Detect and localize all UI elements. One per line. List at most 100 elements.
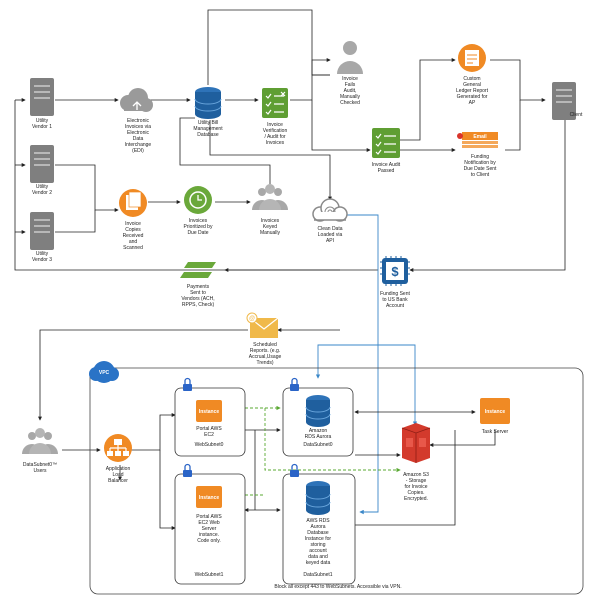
s3-label-2: for Invoice — [404, 484, 427, 490]
clean-data-label-1: Loaded via — [318, 232, 343, 238]
keyed-label-2: Manually — [260, 230, 281, 236]
ec2-web-label-2: Server — [202, 526, 217, 532]
lock-icon — [183, 377, 192, 391]
ubm-db-label-2: Database — [197, 132, 219, 138]
rds1-label-1: Aurora — [310, 524, 325, 530]
funding-sent-label-2: Account — [386, 303, 405, 309]
database-icon — [194, 87, 222, 119]
email-icon: Email — [457, 132, 498, 148]
alb-to-ec2-web — [159, 450, 176, 530]
keyed-to-db — [179, 117, 271, 188]
instance-badge: Instance — [199, 495, 220, 501]
report-to-client — [490, 59, 546, 102]
s3-label-1: - Storage — [406, 478, 427, 484]
clean-data-label-2: API — [326, 238, 334, 244]
user-icon — [337, 41, 363, 74]
users-icon — [252, 184, 288, 210]
fails-label-1: Fails — [345, 82, 356, 88]
users-label-0: DataSubnet0™ — [23, 462, 57, 468]
instance-icon: Instance — [196, 486, 222, 508]
ec2-label-0: Portal AWS — [196, 426, 222, 432]
websubnet1-label: WebSubnet1 — [195, 572, 224, 578]
blue-to-s3 — [378, 344, 418, 426]
report-label-0: Custom — [463, 76, 480, 82]
payments-label-1: Sent to — [190, 290, 206, 296]
datasubnet1-box — [282, 473, 356, 585]
rds1-label-2: Database — [307, 530, 329, 536]
dollar-chip-icon: $ — [380, 256, 410, 286]
notification-label-1: Notification by — [464, 160, 496, 166]
cloud-upload-icon — [120, 88, 153, 112]
s3-label-3: Copies. — [408, 490, 425, 496]
lock-icon — [290, 463, 299, 477]
report-label-2: Ledger Report — [456, 88, 489, 94]
vpc-footer: Block all except 443 to WebSubnets. Acce… — [274, 584, 401, 590]
vendor2-to-copies — [55, 164, 119, 212]
email-badge: Email — [473, 134, 487, 140]
datasubnet1-label: DataSubnet1 — [303, 572, 332, 578]
verification-label-2: / Audit for — [264, 134, 285, 140]
database-icon — [305, 481, 331, 515]
fails-label-4: Checked — [340, 100, 360, 106]
checklist-icon — [372, 128, 400, 158]
ec2-web-label-1: EC2 Web — [198, 520, 220, 526]
copies-label-0: Invoice — [125, 221, 141, 227]
payments-label-3: RPPS, Check) — [182, 302, 215, 308]
notification-label-0: Funding — [471, 154, 489, 160]
load-balancer-icon — [104, 434, 132, 462]
vpc-container: VPC Block all except 443 to WebSubnets. … — [89, 361, 584, 595]
rds1-label-6: data and — [308, 554, 328, 560]
rds1-to-task — [355, 430, 456, 526]
funding-sent-label-0: Funding Sent — [380, 291, 410, 297]
notification-to-client — [505, 100, 521, 151]
reports-label-3: Trends) — [256, 360, 273, 366]
prioritized-label-0: Invoices — [189, 218, 208, 224]
rds1-label-7: keyed data — [306, 560, 331, 566]
vpc-label: VPC — [99, 370, 110, 376]
svg-text:$: $ — [391, 264, 399, 279]
edi-label-0: Electronic — [127, 118, 149, 124]
vendor1-server-icon — [30, 78, 54, 116]
fails-label-3: Manually — [340, 94, 361, 100]
vendor1-label-1: Vendor 1 — [32, 124, 52, 130]
alb-label-1: Load — [112, 472, 123, 478]
clean-data-label-0: Clean Data — [317, 226, 342, 232]
vendor3-server-icon — [30, 212, 54, 250]
client-to-funding — [409, 120, 566, 272]
instance-badge: Instance — [199, 409, 220, 415]
rds1-label-3: Instance for — [305, 536, 331, 542]
reports-to-users — [38, 329, 248, 421]
report-label-3: Generated for — [457, 94, 488, 100]
blue-to-rds0 — [315, 344, 378, 379]
clock-icon — [184, 186, 212, 214]
websubnet0-label: WebSubnet0 — [195, 442, 224, 448]
report-icon — [458, 44, 486, 72]
reports-label-0: Scheduled — [253, 342, 277, 348]
rds1-label-5: account — [309, 548, 327, 554]
vendor3-label-0: Utility — [36, 251, 49, 257]
edi-label-2: Electronic — [127, 130, 149, 136]
s3-bucket-icon — [401, 423, 431, 463]
notification-label-3: to Client — [471, 172, 490, 178]
vendor2-label-1: Vendor 2 — [32, 190, 52, 196]
ec2-web-label-0: Portal AWS — [196, 514, 222, 520]
edi-label-5: (EDI) — [132, 148, 144, 154]
lock-icon — [290, 377, 299, 391]
copies-label-4: Scanned — [123, 245, 143, 251]
ec2-label-1: EC2 — [204, 432, 214, 438]
rds1-label-0: AWS RDS — [306, 518, 330, 524]
verification-label-0: Invoice — [267, 122, 283, 128]
document-icon — [119, 189, 147, 217]
keyed-label-0: Invoices — [261, 218, 280, 224]
keyed-label-1: Keyed — [263, 224, 277, 230]
passed-label-1: Passed — [378, 168, 395, 174]
vendor1-label-0: Utility — [36, 118, 49, 124]
rds0-label-2: DataSubnet0 — [303, 442, 332, 448]
verification-to-fails — [290, 58, 331, 101]
s3-label-0: Amazon S3 — [403, 472, 429, 478]
client-server-icon — [552, 82, 576, 120]
funding-sent-label-1: to US Bank — [382, 297, 408, 303]
passed-label-0: Invoice Audit — [372, 162, 401, 168]
ec2-web-label-4: Code only. — [197, 538, 221, 544]
s3-label-4: Encrypted. — [404, 496, 428, 502]
